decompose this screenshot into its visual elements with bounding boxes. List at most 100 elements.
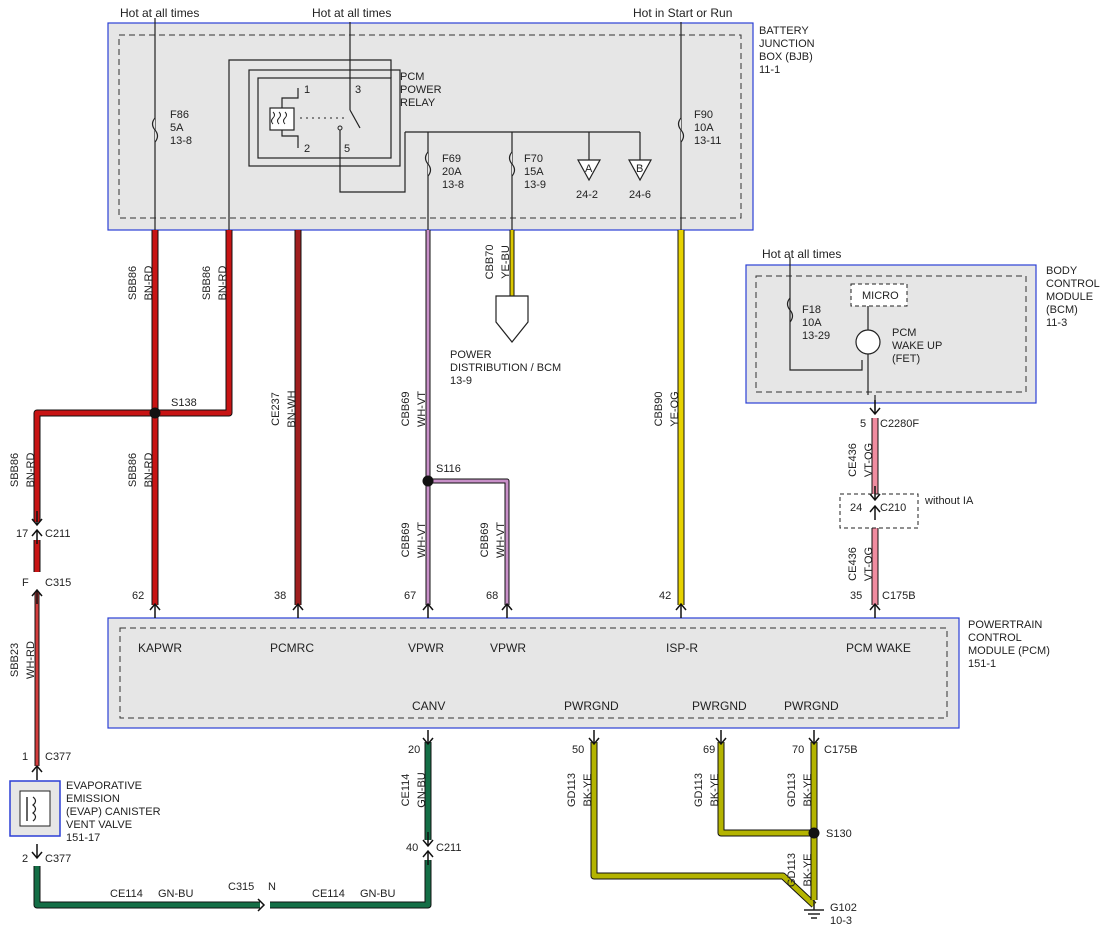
- pcm-ground-terminal-0: [422, 730, 434, 746]
- fuse-f70: [508, 151, 516, 177]
- wire-label-sbb23-circuit: SBB23: [9, 643, 21, 677]
- wire-label-ce114-a-color: GN-BU: [416, 772, 428, 808]
- svg-text:VENT VALVE: VENT VALVE: [66, 819, 132, 831]
- micro-box: [850, 283, 908, 307]
- svg-text:WAKE UP: WAKE UP: [892, 340, 942, 352]
- svg-text:13-8: 13-8: [170, 135, 192, 147]
- svg-text:N: N: [268, 881, 276, 893]
- wire-label-gd113-a-circuit: GD113: [566, 773, 578, 807]
- ground-g102-label: G102 10-3: [830, 902, 857, 927]
- wire-label-cbb70: CBB70 YE-BU: [484, 245, 512, 280]
- wire-gd113-69: [717, 742, 814, 837]
- connector-a-triangle: [576, 159, 602, 182]
- wire-label-cbb70-color: YE-BU: [500, 245, 512, 279]
- wire-label-ce114-b-circuit: CE114: [110, 888, 143, 900]
- svg-text:ISP-R: ISP-R: [666, 641, 698, 655]
- wire-label-cbb70-circuit: CBB70: [484, 245, 496, 280]
- wire-label-ce114-b-color: GN-BU: [158, 888, 194, 900]
- svg-text:EMISSION: EMISSION: [66, 793, 120, 805]
- c2280f-terminal: [869, 400, 881, 416]
- svg-text:40: 40: [406, 842, 418, 854]
- svg-text:151-1: 151-1: [968, 658, 996, 670]
- relay-title: PCM POWER RELAY: [400, 71, 442, 109]
- wire-ce114-right: [270, 860, 432, 909]
- hot-label-4: Hot at all times: [762, 247, 841, 261]
- connector-a-label: A: [585, 163, 593, 175]
- wire-label-gd113-c-circuit: GD113: [786, 773, 798, 807]
- fet-symbol: [855, 329, 881, 355]
- svg-text:F18: F18: [802, 304, 821, 316]
- ground-g102-icon: [804, 900, 824, 919]
- svg-text:42: 42: [659, 590, 671, 602]
- svg-text:C175B: C175B: [882, 590, 916, 602]
- wire-label-cbb90-circuit: CBB90: [653, 392, 665, 427]
- svg-text:VPWR: VPWR: [408, 641, 444, 655]
- wire-label-cbb69-b-color: WH-VT: [416, 522, 428, 558]
- pcm-pin-terminal-0: [149, 602, 161, 618]
- wire-label-sbb86-c-color: BN-RD: [143, 453, 155, 488]
- svg-text:68: 68: [486, 590, 498, 602]
- connector-c377a-label: 1 C377: [22, 751, 71, 763]
- wire-label-cbb69-a-color: WH-VT: [416, 391, 428, 427]
- connector-c210-label: 24 C210: [850, 502, 906, 514]
- wire-label-ce114-b: CE114 GN-BU: [110, 888, 194, 900]
- svg-text:PCM: PCM: [400, 71, 424, 83]
- c211-terminal-bottom-2: [422, 849, 434, 865]
- wire-label-cbb69-b-circuit: CBB69: [400, 523, 412, 558]
- c315-horizontal-terminal: [257, 898, 266, 912]
- svg-text:C211: C211: [45, 528, 70, 540]
- connector-c315n-label: C315 N: [228, 881, 276, 893]
- svg-text:F69: F69: [442, 153, 461, 165]
- svg-text:20: 20: [408, 744, 420, 756]
- fuse-f86: [151, 117, 159, 143]
- pcm-pin-numbers-top: 62 38 67 68 42 35 C175B: [132, 590, 916, 602]
- svg-text:EVAPORATIVE: EVAPORATIVE: [66, 780, 142, 792]
- wire-label-ce237-color: BN-WH: [286, 390, 298, 427]
- wire-label-sbb86-c: SBB86 BN-RD: [127, 453, 155, 488]
- svg-text:20A: 20A: [442, 166, 462, 178]
- svg-text:C377: C377: [45, 853, 71, 865]
- relay-coil: [269, 107, 295, 131]
- relay-pins: 1 2 3 5: [304, 84, 361, 155]
- c377-terminal-top: [31, 764, 43, 780]
- svg-text:F70: F70: [524, 153, 543, 165]
- pcm-pin-numbers-bottom: 20 50 69 70 C175B: [408, 744, 858, 756]
- pcm-pin-terminal-1: [292, 602, 304, 618]
- svg-text:13-8: 13-8: [442, 179, 464, 191]
- powertrain-control-module: [107, 617, 960, 729]
- bjb-internal-wiring: [154, 18, 682, 230]
- c210-terminal: [869, 486, 881, 502]
- fuse-f69: [424, 151, 432, 177]
- battery-junction-box: [107, 22, 754, 231]
- svg-text:C315: C315: [228, 881, 254, 893]
- wire-label-ce114-c-circuit: CE114: [312, 888, 345, 900]
- relay-outline: [248, 69, 401, 167]
- hot-label-3: Hot in Start or Run: [633, 6, 732, 20]
- svg-text:CANV: CANV: [412, 699, 445, 713]
- wire-label-ce237-circuit: CE237: [270, 392, 282, 426]
- micro-label: MICRO: [862, 290, 899, 302]
- pcm-ground-terminal-2: [715, 730, 727, 746]
- svg-text:62: 62: [132, 590, 144, 602]
- svg-text:F86: F86: [170, 109, 189, 121]
- pcm-pin-names-top: KAPWR PCMRC VPWR VPWR ISP-R PCM WAKE: [138, 641, 911, 655]
- svg-text:3: 3: [355, 84, 361, 96]
- splice-s138-label: S138: [171, 397, 197, 409]
- svg-text:POWERTRAIN: POWERTRAIN: [968, 619, 1042, 631]
- pcm-pin-terminal-5: [869, 602, 881, 618]
- svg-text:5: 5: [860, 418, 866, 430]
- pcm-wake-fet-label: PCM WAKE UP (FET): [892, 327, 942, 365]
- svg-text:17: 17: [16, 528, 28, 540]
- svg-text:10A: 10A: [694, 122, 714, 134]
- connector-c2280f-label: 5 C2280F: [860, 418, 919, 430]
- pcm-title: POWERTRAIN CONTROL MODULE (PCM) 151-1: [968, 619, 1050, 670]
- wire-label-gd113-d-color: BK-YE: [802, 853, 814, 886]
- svg-text:VPWR: VPWR: [490, 641, 526, 655]
- svg-text:CONTROL: CONTROL: [1046, 278, 1100, 290]
- wire-label-sbb86-c-circuit: SBB86: [127, 453, 139, 487]
